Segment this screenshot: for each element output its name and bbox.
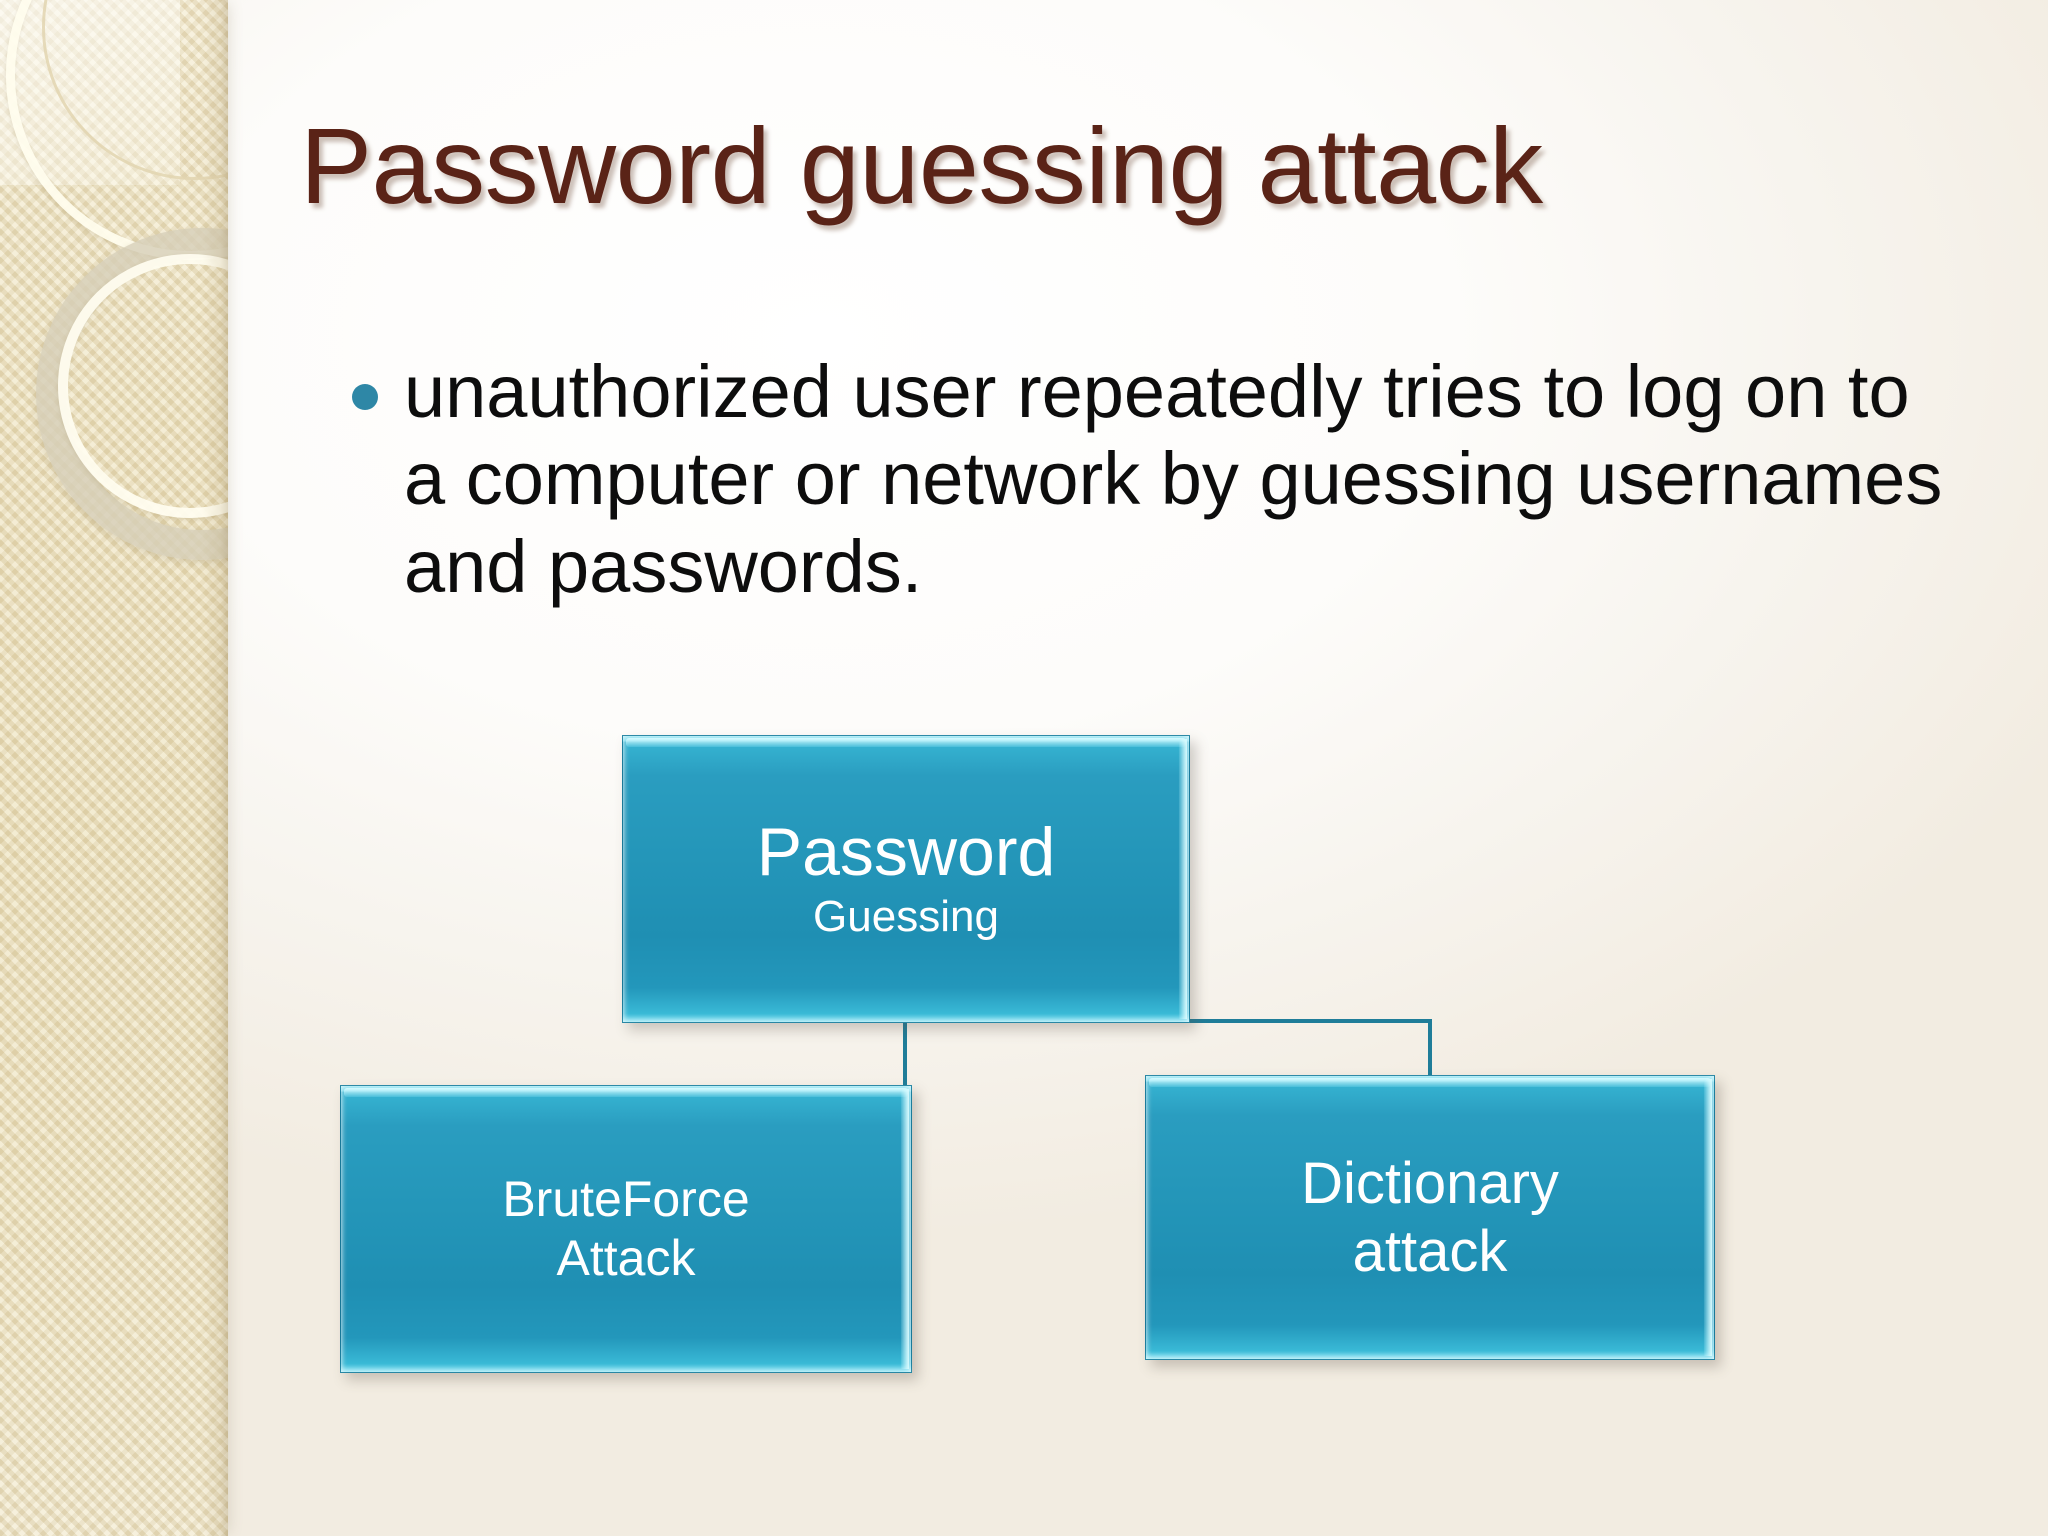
round-bullet-icon [352,384,378,410]
node-subtitle: attack [1352,1218,1508,1284]
diagram-node-dictionary-attack[interactable]: Dictionary attack [1145,1075,1715,1360]
node-subtitle: Attack [556,1230,696,1286]
diagram-node-password-guessing[interactable]: Password Guessing [622,735,1190,1023]
decorative-sidebar [0,0,228,1536]
bullet-text: unauthorized user repeatedly tries to lo… [404,350,1943,608]
node-title: BruteForce [502,1171,750,1227]
sidebar-edge-shadow [202,0,228,1536]
page-title: Password guessing attack [300,105,1543,226]
diagram-node-bruteforce-attack[interactable]: BruteForce Attack [340,1085,912,1373]
node-subtitle: Guessing [813,891,999,941]
body-content: unauthorized user repeatedly tries to lo… [352,348,1952,610]
list-item: unauthorized user repeatedly tries to lo… [352,348,1952,610]
node-title: Password [756,813,1056,890]
node-title: Dictionary [1301,1151,1559,1217]
